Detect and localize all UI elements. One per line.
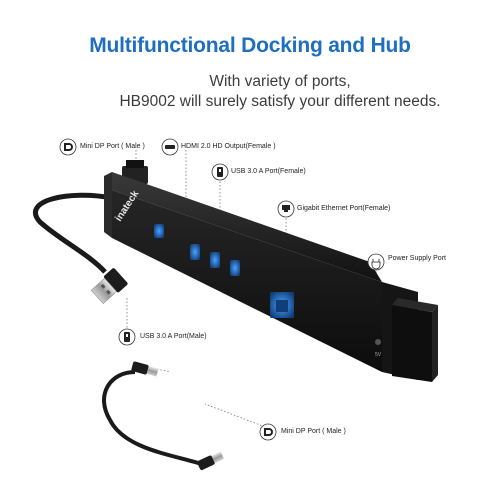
label-mini-dp-top: Mini DP Port ( Male ): [80, 143, 145, 150]
usb-cable: [33, 192, 113, 274]
mini-dp-icon: [64, 143, 73, 151]
page-title: Multifunctional Docking and Hub: [89, 34, 411, 57]
hub-ports: [154, 224, 381, 345]
power-port: [375, 339, 381, 345]
mini-dp-cable: [102, 361, 224, 471]
ethernet-icon: [282, 205, 290, 212]
hub-body: [104, 172, 438, 382]
label-usb30-male: USB 3.0 A Port(Male): [140, 333, 207, 340]
hdmi-port: [154, 224, 164, 238]
label-hdmi-output: HDMI 2.0 HD Output(Female ): [181, 143, 276, 150]
power-marking: 5V: [375, 352, 382, 358]
mini-dp-icon-bottom: [264, 428, 273, 436]
label-mini-dp-bottom: Mini DP Port ( Male ): [281, 428, 346, 435]
usb-port-2: [210, 252, 220, 268]
power-icon: [371, 259, 381, 270]
usb-male-plug: [90, 268, 128, 305]
label-ethernet: Gigabit Ethernet Port(Female): [297, 205, 391, 212]
label-power: Power Supply Port: [388, 255, 446, 262]
usb-port-3: [230, 260, 240, 276]
label-usb30-female: USB 3.0 A Port(Female): [231, 168, 306, 175]
subtitle-line-2: HB9002 will surely satisfy your differen…: [119, 93, 441, 110]
mini-dp-icon-circle-bottom: [259, 423, 277, 441]
hdmi-icon: [165, 145, 175, 149]
mini-dp-icon-circle-top: [59, 138, 77, 156]
subtitle-line-1: With variety of ports,: [209, 73, 351, 90]
usb-port-1: [190, 244, 200, 260]
